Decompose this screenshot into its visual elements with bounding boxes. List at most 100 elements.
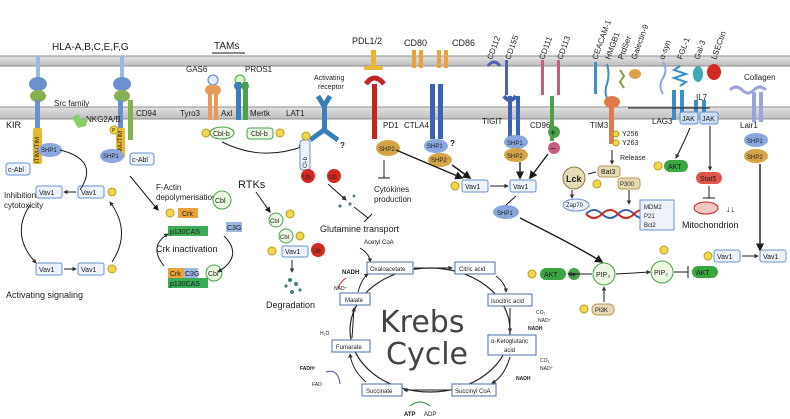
vav1-center-a-label: Vav1 [465,184,481,191]
tigit-module: SHP1 SHP2 + − Vav1 Vav1 SHP1 [450,126,604,263]
crk-active [178,208,198,218]
lag3-label: LAG3 [652,117,673,126]
stat5 [696,172,722,184]
fumarate-label: Fumarate [336,345,362,351]
vav1-d [77,262,105,276]
tyro3-receptor [205,85,221,120]
cbl-top [212,190,232,210]
pd1-label: PD1 [383,121,399,130]
tim3-receptor [604,96,620,144]
fad-label: FAD [312,382,322,388]
akg-label-2: acid [504,348,515,354]
cd80-label: CD80 [404,38,427,48]
malate-box [339,292,371,306]
axl-mertk-receptor [234,82,249,120]
mdm2-label: MDM2 [644,205,662,211]
fumarate-box [331,339,371,353]
il7-receptor [694,100,706,120]
jak-2 [699,111,719,125]
vav1-c [35,262,63,276]
shp2-ctla4 [428,153,452,167]
dna-helix [585,209,651,219]
kir-label: KIR [6,120,22,130]
vav1-a [77,185,105,199]
pd1-receptor [363,75,386,139]
oxaloacetate-label: Oxaloacetate [370,267,406,273]
p21-label: P21 [644,214,655,220]
akt-pip-label: AKT [696,270,710,277]
p300-label: P300 [620,182,635,188]
atp-label: ATP [404,412,416,418]
nk-inhibitory-module: Src family P SHP1 SHP1 c-Abl c-Abl Inhib… [4,99,155,300]
lck [562,166,586,190]
crk-inactive-label: Crk [170,271,181,278]
c3g-inactive [184,268,198,278]
ub-1 [301,169,315,183]
glutamine-dots [338,194,356,208]
cblb-module: Cbl-b Cbl-b Cl-b Ub Ub RTKs Cbl Cbl Vav1… [201,126,341,310]
zap70-label: Zap70 [566,203,584,209]
akt-left [540,268,566,280]
activating-receptor-label-1: Activating [314,75,344,82]
shp1-tigit-label: SHP1 [507,141,523,147]
src-family-label: Src family [54,99,89,108]
citric-label: Citric acid [459,267,485,273]
pi3k-label: PI3K [595,308,608,314]
cblb-mertk [246,127,274,140]
cbl-rtk2-label: Cbl [280,235,289,241]
akg-label-1: α-Ketoglutaric [491,339,528,345]
zap70 [562,198,590,212]
hla-label: HLA-A,B,C,E,F,G [52,42,129,53]
ub-1-label: Ub [303,175,311,181]
co2-2: CO₂ [540,358,550,364]
cd96-minus-label: − [550,144,556,155]
pip2-label: PIP₂ [654,270,668,277]
shp2-tigit-label: SHP2 [507,154,523,160]
akt-right [664,160,688,172]
jak-1 [679,111,699,125]
nadh-2: NADH [528,326,543,332]
krebs-title-2: Cycle [386,337,468,372]
inhibition-label-2: cytotoxicity [4,201,43,210]
ctla4-receptor [430,84,443,139]
h2o-label: H₂O [320,331,330,337]
y263-label: Y263 [622,140,638,147]
lat1-question: ? [340,141,345,150]
inhibition-label-1: Inhibition of [4,191,46,200]
p130-inactive [168,278,208,288]
shp2-lair1-label: SHP2 [747,155,763,161]
c3g-top-label: C3G [227,225,241,232]
pip3 [592,262,616,286]
vav1-center-b [509,179,537,193]
nad-1: NAD⁺ [334,286,348,292]
y256-label: Y256 [622,131,638,138]
src-family-shape [72,114,88,128]
vav1-right-b [759,249,787,263]
pros1-label: PROS1 [245,65,273,74]
release-label: Release [620,155,646,162]
cell-membrane [0,106,790,120]
cd96-label: CD96 [530,121,551,130]
pi3k [591,303,615,316]
phospho-nkg [109,125,119,135]
outer-membrane [0,55,790,67]
crk-module: F-Actin depolymerisation Crk p130CAS Crk… [129,175,242,288]
isocitric-box [487,293,533,307]
lair1-label: Lair1 [740,121,758,130]
p300 [617,177,641,190]
cabl-right-label: c-Abl [132,157,148,164]
cd94-label: CD94 [136,109,157,118]
down-arrows: ↓↓ [726,204,735,214]
akt-left-label: AKT [544,272,558,279]
cd96-receptor [550,96,554,141]
krebs-title-1: Krebs [380,305,464,340]
krebs-cycle: Krebs Cycle Oxaloacetate Citric acid Iso… [300,261,554,418]
axl-label: Axl [221,109,232,118]
degradation-label: Degradation [266,300,315,310]
succinate-label: Succinate [366,389,393,395]
cbl-inactive-label: Cbl [208,271,219,278]
shp2-pd1-label: SHP2 [379,147,395,153]
shp1-center [493,205,519,219]
succinyl-box [451,383,497,397]
